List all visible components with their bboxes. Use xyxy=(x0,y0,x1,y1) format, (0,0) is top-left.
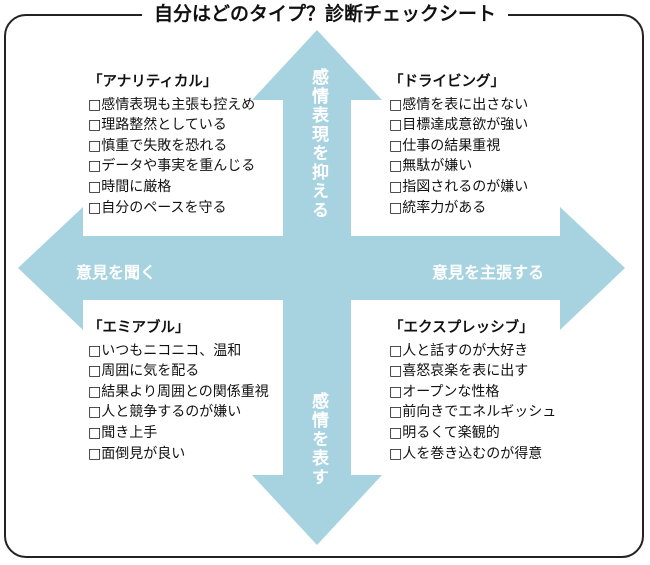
check-item: □時間に厳格 xyxy=(88,178,172,195)
check-item: □聞き上手 xyxy=(88,424,158,441)
quadrant-title: 「エミアブル」 xyxy=(88,320,190,336)
axis-right-label: 意見を主張する xyxy=(432,263,545,282)
check-item: □結果より周囲との関係重視 xyxy=(88,383,269,400)
quadrant-amiable: 「エミアブル」 □いつもニコニコ、温和 □周囲に気を配る □結果より周囲との関係… xyxy=(88,318,269,464)
check-item: □無駄が嫌い xyxy=(389,158,473,175)
quadrant-driving: 「ドライビング」 □感情を表に出さない □目標達成意欲が強い □仕事の結果重視 … xyxy=(389,72,528,218)
check-item: □人を巻き込むのが得意 xyxy=(389,445,543,462)
check-item: □オープンな性格 xyxy=(389,383,500,400)
check-item: □感情を表に出さない xyxy=(389,96,529,113)
check-item: □指図されるのが嫌い xyxy=(389,178,529,195)
check-item: □喜怒哀楽を表に出す xyxy=(389,363,529,380)
axis-bottom-label: 感情を表す xyxy=(308,392,328,487)
check-item: □統率力がある xyxy=(389,199,487,216)
check-item: □いつもニコニコ、温和 xyxy=(88,342,242,359)
check-item: □自分のペースを守る xyxy=(88,199,227,216)
check-item: □慎重で失敗を恐れる xyxy=(88,137,228,154)
quadrant-expressive: 「エクスプレッシブ」 □人と話すのが大好き □喜怒哀楽を表に出す □オープンな性… xyxy=(389,318,556,464)
check-item: □明るくて楽観的 xyxy=(389,424,500,441)
check-item: □人と話すのが大好き xyxy=(389,342,529,359)
check-item: □仕事の結果重視 xyxy=(389,137,501,154)
quadrant-title: 「エクスプレッシブ」 xyxy=(389,320,534,336)
check-item: □理路整然としている xyxy=(88,117,227,134)
check-item: □面倒見が良い xyxy=(88,445,186,462)
check-item: □データや事実を重んじる xyxy=(88,158,256,175)
quadrant-title: 「ドライビング」 xyxy=(389,74,505,90)
check-item: □感情表現も主張も控えめ xyxy=(88,96,256,113)
axis-left-label: 意見を聞く xyxy=(76,263,157,282)
check-item: □目標達成意欲が強い xyxy=(389,117,529,134)
cross-arrow-shape xyxy=(18,30,625,545)
quadrant-title: 「アナリティカル」 xyxy=(88,74,218,90)
check-item: □人と競争するのが嫌い xyxy=(88,404,242,421)
axis-top-label: 感情表現を抑える xyxy=(308,68,328,220)
check-item: □前向きでエネルギッシュ xyxy=(389,404,557,421)
sheet-title: 自分はどのタイプ？診断チェックシート xyxy=(0,2,650,26)
quadrant-analytical: 「アナリティカル」 □感情表現も主張も控えめ □理路整然としている □慎重で失敗… xyxy=(88,72,255,218)
check-item: □周囲に気を配る xyxy=(88,363,200,380)
